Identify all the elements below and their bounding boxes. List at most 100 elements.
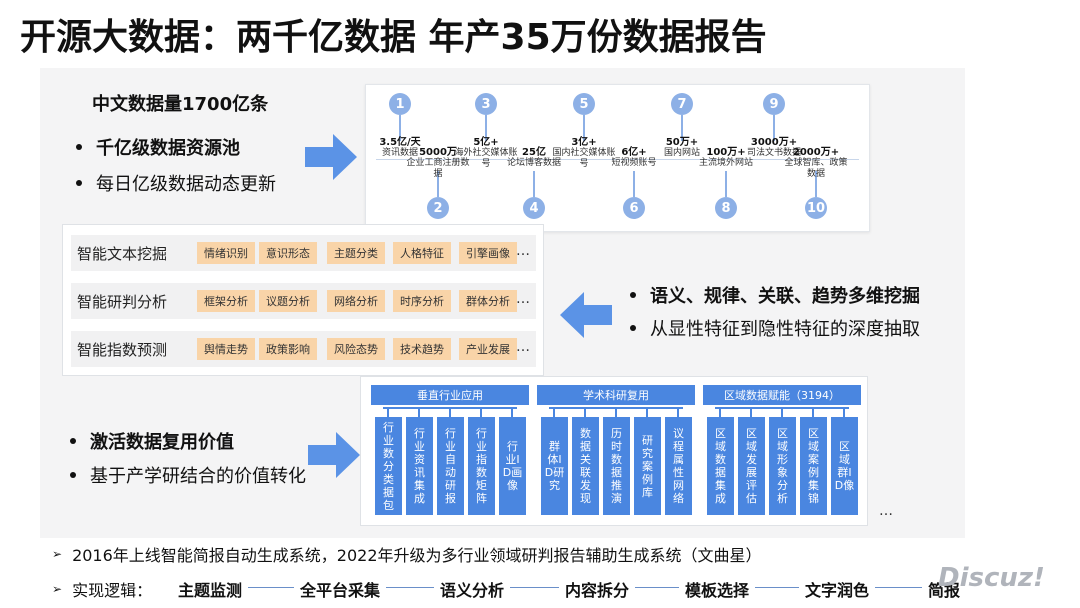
timeline-label: 3亿+国内社交媒体账号	[549, 137, 619, 170]
mining-tag: 舆情走势	[197, 338, 255, 360]
mining-row-label: 智能指数预测	[77, 341, 168, 359]
timeline-node-9: 9	[763, 93, 785, 115]
bullet-dot-icon	[630, 292, 636, 298]
timeline-stem	[725, 171, 727, 197]
section3-bullet-1: 激活数据复用价值	[70, 428, 234, 454]
more-ellipsis: …	[516, 243, 530, 259]
application-item: 区域案例集锦	[800, 417, 827, 515]
more-ellipsis: …	[516, 339, 530, 355]
mining-row: 智能文本挖掘情绪识别意识形态主题分类人格特征引擎画像…	[71, 235, 536, 271]
logic-step: 全平台采集	[300, 581, 381, 600]
timeline-label: 5000万企业工商注册数据	[403, 147, 473, 180]
timeline-stem	[773, 115, 775, 141]
application-item: 区域群ID像	[831, 417, 858, 515]
application-item: 议程属性网络	[665, 417, 692, 515]
section1-bullet-2: 每日亿级数据动态更新	[76, 170, 276, 196]
timeline-value: 6亿+	[621, 147, 647, 158]
timeline-value: 25亿	[522, 147, 546, 158]
timeline-value: 50万+	[665, 137, 699, 148]
timeline-axis	[376, 159, 859, 160]
application-item: 区域形象分析	[769, 417, 796, 515]
section1-bullet-1: 千亿级数据资源池	[76, 134, 240, 160]
timeline-desc: 企业工商注册数据	[406, 158, 470, 179]
timeline-node-8: 8	[715, 197, 737, 219]
arrow-right-icon	[308, 432, 360, 478]
application-item: 行业ID画像	[499, 417, 526, 515]
category-connector	[511, 407, 513, 417]
mining-tag: 意识形态	[259, 242, 317, 264]
timeline-label: 3000万+司法文书数据	[739, 137, 809, 159]
application-item: 研究案例库	[634, 417, 661, 515]
timeline-label: 2000万+全球智库、政策数据	[781, 147, 851, 180]
application-item: 历时数据推演	[603, 417, 630, 515]
timeline-stem	[681, 115, 683, 141]
category-header: 学术科研复用	[537, 385, 695, 405]
mining-tag: 人格特征	[393, 242, 451, 264]
timeline-desc: 主流境外网站	[698, 158, 753, 168]
timeline-value: 5000万	[419, 147, 457, 158]
category-connector	[843, 407, 845, 417]
timeline-stem	[633, 171, 635, 197]
timeline-label: 5亿+海外社交媒体账号	[451, 137, 521, 170]
footer-line-2: ➢实现逻辑：	[52, 581, 153, 600]
category-connector	[812, 407, 814, 417]
timeline-value: 3.5亿/天	[379, 137, 421, 148]
more-ellipsis: …	[516, 291, 530, 307]
step-connector	[386, 587, 434, 588]
timeline-stem	[485, 115, 487, 141]
timeline-stem	[815, 171, 817, 197]
category-connector	[615, 407, 617, 417]
timeline-desc: 短视频账号	[611, 158, 657, 168]
timeline-desc: 国内社交媒体账号	[552, 148, 616, 169]
step-connector	[248, 587, 294, 588]
timeline-node-5: 5	[573, 93, 595, 115]
timeline-value: 100万+	[706, 147, 746, 158]
logic-step: 模板选择	[685, 581, 750, 600]
application-item: 区域数据集成	[707, 417, 734, 515]
mining-tag: 群体分析	[459, 290, 517, 312]
timeline-desc: 司法文书数据	[746, 148, 801, 158]
step-connector	[510, 587, 559, 588]
timeline-node-4: 4	[523, 197, 545, 219]
timeline-node-3: 3	[475, 93, 497, 115]
timeline-node-2: 2	[427, 197, 449, 219]
bullet-dot-icon	[76, 144, 82, 150]
timeline-desc: 海外社交媒体账号	[454, 148, 518, 169]
application-item: 群体ID研究	[541, 417, 568, 515]
application-item: 行业指数矩阵	[468, 417, 495, 515]
timeline-stem	[583, 115, 585, 141]
arrow-right-icon	[305, 134, 357, 180]
timeline-desc: 资讯数据	[381, 148, 418, 158]
category-connector	[646, 407, 648, 417]
section3-bullet-2: 基于产学研结合的价值转化	[70, 462, 306, 488]
timeline-value: 5亿+	[473, 137, 499, 148]
timeline-stem	[437, 171, 439, 197]
section1-heading: 中文数据量1700亿条	[92, 94, 269, 115]
bullet-dot-icon	[70, 472, 76, 478]
timeline-value: 3亿+	[571, 137, 597, 148]
application-item: 数据关联发现	[572, 417, 599, 515]
category-connector	[449, 407, 451, 417]
mining-row-label: 智能文本挖掘	[77, 245, 168, 263]
timeline-desc: 论坛博客数据	[506, 158, 561, 168]
category-connector	[553, 407, 555, 417]
timeline-label: 3.5亿/天资讯数据	[365, 137, 435, 159]
category-connector	[387, 407, 389, 417]
mining-row: 智能指数预测舆情走势政策影响风险态势技术趋势产业发展…	[71, 331, 536, 367]
category-connector	[781, 407, 783, 417]
mining-tag: 风险态势	[327, 338, 385, 360]
timeline-label: 6亿+短视频账号	[599, 147, 669, 169]
logic-step: 简报	[928, 581, 961, 600]
timeline-label: 25亿论坛博客数据	[499, 147, 569, 169]
timeline-node-6: 6	[623, 197, 645, 219]
mining-tag: 网络分析	[327, 290, 385, 312]
category-connector	[719, 407, 721, 417]
mining-tag: 产业发展	[459, 338, 517, 360]
mining-capabilities-panel: 智能文本挖掘情绪识别意识形态主题分类人格特征引擎画像… 智能研判分析框架分析议题分…	[62, 224, 544, 376]
mining-tag: 框架分析	[197, 290, 255, 312]
timeline-stem	[533, 171, 535, 197]
mining-tag: 政策影响	[259, 338, 317, 360]
timeline-label: 50万+国内网站	[647, 137, 717, 159]
mining-row: 智能研判分析框架分析议题分析网络分析时序分析群体分析…	[71, 283, 536, 319]
